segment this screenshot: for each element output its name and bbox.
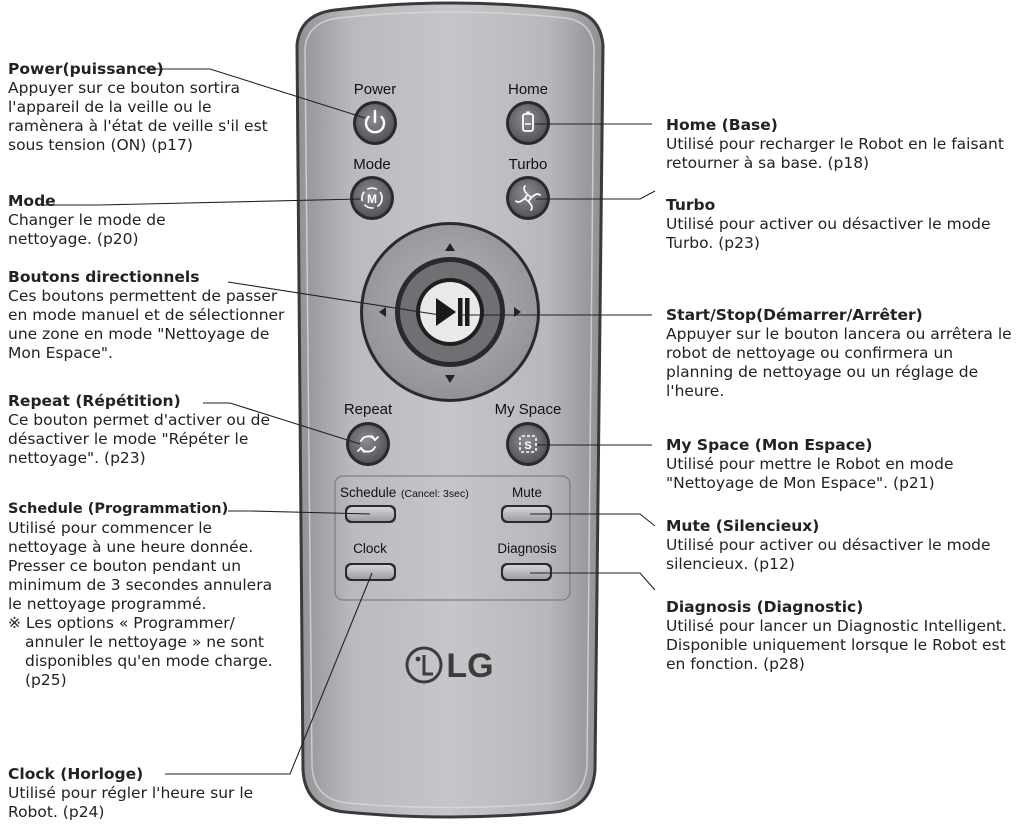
annotation-desc: Utilisé pour régler l'heure sur le Robot…: [8, 784, 254, 821]
leader-mute: [530, 513, 656, 527]
annotation-desc: Utilisé pour recharger le Robot en le fa…: [666, 135, 1004, 172]
annotation-mute: Mute (Silencieux) Utilisé pour activer o…: [666, 517, 1011, 574]
annotation-title: Schedule (Programmation): [8, 501, 229, 517]
annotation-note: ※ Les options « Programmer/ annuler le n…: [8, 614, 273, 689]
annotation-title: My Space (Mon Espace): [666, 436, 873, 454]
leader-mode: [43, 198, 361, 206]
my-space-button[interactable]: S: [506, 422, 550, 466]
leader-repeat: [203, 402, 361, 445]
home-label: Home: [508, 81, 548, 98]
schedule-button[interactable]: [345, 505, 396, 523]
annotation-desc: Changer le mode de nettoyage. (p20): [8, 211, 166, 248]
arrow-up-icon[interactable]: [445, 243, 455, 251]
leader-schedule: [228, 510, 371, 515]
mode-cycle-icon: M: [361, 187, 383, 209]
annotation-diagnosis: Diagnosis (Diagnostic) Utilisé pour lanc…: [666, 598, 1016, 674]
annotation-desc: Utilisé pour commencer le nettoyage à un…: [8, 519, 273, 613]
clock-button[interactable]: [345, 563, 396, 581]
annotation-power: Power(puissance) Appuyer sur ce bouton s…: [8, 60, 278, 155]
annotation-start-stop: Start/Stop(Démarrer/Arrêter) Appuyer sur…: [666, 306, 1016, 401]
svg-text:M: M: [367, 192, 377, 206]
annotation-schedule: Schedule (Programmation) Utilisé pour co…: [8, 500, 278, 690]
annotation-desc: Appuyer sur le bouton lancera ou arrêter…: [666, 325, 1012, 400]
annotation-title: Start/Stop(Démarrer/Arrêter): [666, 306, 923, 324]
start-stop-button[interactable]: [395, 257, 505, 367]
lg-logo: LG: [405, 646, 494, 685]
svg-text:LG: LG: [446, 647, 493, 685]
annotation-title: Clock (Horloge): [8, 765, 144, 783]
annotation-desc: Utilisé pour mettre le Robot en mode "Ne…: [666, 455, 954, 492]
annotation-title: Home (Base): [666, 116, 778, 134]
annotation-title: Mute (Silencieux): [666, 517, 820, 535]
arrow-left-icon[interactable]: [379, 307, 386, 317]
annotation-desc: Appuyer sur ce bouton sortira l'appareil…: [8, 79, 268, 154]
mute-button[interactable]: [501, 505, 552, 523]
power-label: Power: [354, 81, 397, 98]
my-space-icon: S: [519, 435, 537, 453]
annotation-clock: Clock (Horloge) Utilisé pour régler l'he…: [8, 765, 278, 822]
leader-directional: [227, 281, 441, 316]
annotation-desc: Ce bouton permet d'activer ou de désacti…: [8, 411, 270, 467]
annotation-desc: Utilisé pour activer ou désactiver le mo…: [666, 215, 991, 252]
leader-power: [143, 68, 366, 119]
annotation-my-space: My Space (Mon Espace) Utilisé pour mettr…: [666, 436, 1011, 493]
power-button[interactable]: [353, 101, 397, 145]
annotation-title: Boutons directionnels: [8, 268, 200, 286]
annotation-turbo: Turbo Utilisé pour activer ou désactiver…: [666, 196, 1016, 253]
annotation-desc: Utilisé pour activer ou désactiver le mo…: [666, 536, 991, 573]
annotation-title: Repeat (Répétition): [8, 392, 181, 410]
annotation-repeat: Repeat (Répétition) Ce bouton permet d'a…: [8, 392, 283, 468]
play-pause-icon: [436, 298, 470, 326]
my-space-label: My Space: [495, 401, 562, 418]
svg-text:S: S: [524, 440, 531, 452]
diagnosis-button[interactable]: [501, 563, 552, 581]
turbo-button[interactable]: [506, 176, 550, 220]
annotation-desc: Ces boutons permettent de passer en mode…: [8, 287, 285, 362]
schedule-cancel-label: (Cancel: 3sec): [401, 488, 469, 500]
home-button[interactable]: [506, 101, 550, 145]
arrow-down-icon[interactable]: [445, 375, 455, 383]
fan-icon: [515, 185, 541, 211]
mute-label: Mute: [512, 485, 542, 500]
annotation-title: Power(puissance): [8, 60, 164, 78]
repeat-icon: [357, 435, 379, 453]
mode-button[interactable]: M: [350, 176, 394, 220]
annotation-title: Diagnosis (Diagnostic): [666, 598, 864, 616]
annotation-mode: Mode Changer le mode de nettoyage. (p20): [8, 192, 238, 249]
repeat-label: Repeat: [344, 401, 393, 418]
schedule-label: Schedule: [340, 485, 396, 500]
annotation-desc: Utilisé pour lancer un Diagnostic Intell…: [666, 617, 1007, 673]
lower-button-panel: [334, 475, 571, 601]
power-icon: [364, 109, 386, 134]
battery-icon: [522, 111, 534, 132]
repeat-button[interactable]: [346, 422, 390, 466]
turbo-label: Turbo: [509, 156, 548, 173]
leader-clock: [165, 572, 373, 775]
annotation-home: Home (Base) Utilisé pour recharger le Ro…: [666, 116, 1016, 173]
annotation-title: Mode: [8, 192, 56, 210]
diagnosis-label: Diagnosis: [497, 541, 557, 556]
leader-diagnosis: [530, 572, 656, 591]
mode-label: Mode: [353, 156, 391, 173]
clock-label: Clock: [353, 541, 387, 556]
annotation-directional: Boutons directionnels Ces boutons permet…: [8, 268, 293, 363]
annotation-title: Turbo: [666, 196, 716, 214]
leader-turbo: [536, 190, 656, 200]
